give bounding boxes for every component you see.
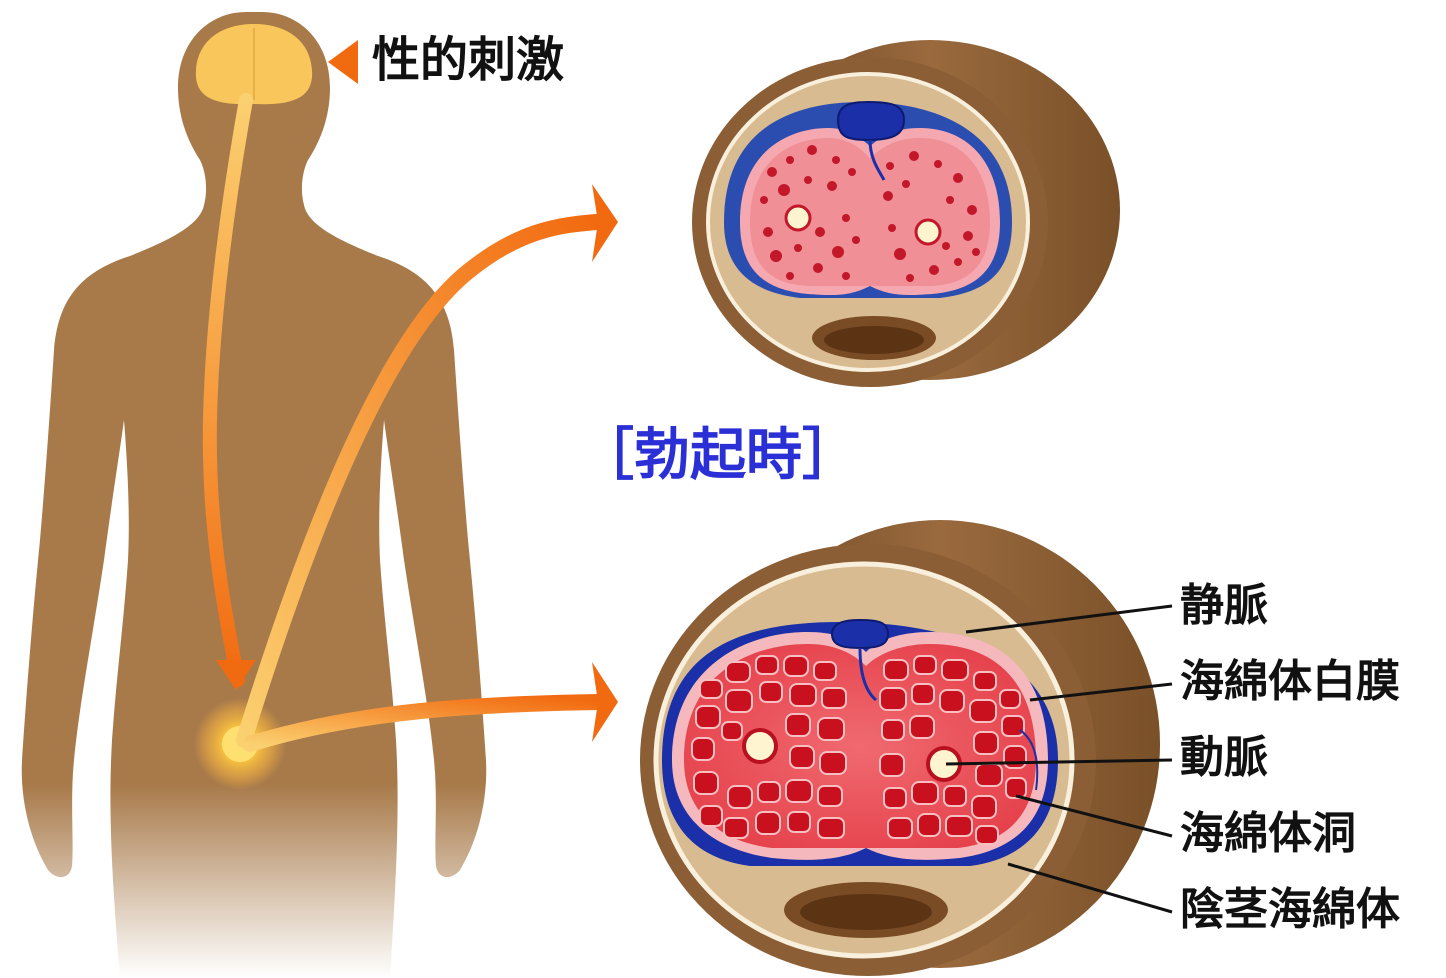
corpus-cavernosum-label: 陰茎海綿体 [1180, 888, 1400, 932]
flaccid-artery-right [916, 220, 940, 244]
erect-artery-left [744, 730, 776, 762]
tunica-albuginea-label: 海綿体白膜 [1180, 660, 1400, 704]
flaccid-cross-section [692, 40, 1120, 387]
erect-cross-section [640, 520, 1160, 976]
sexual-stimulus-label: 性的刺激 [372, 36, 564, 84]
erection-state-label: ［勃起時］ [578, 428, 858, 484]
flaccid-artery-left [786, 206, 810, 230]
stimulus-pointer-icon [328, 40, 358, 84]
cavernous-sinus-label: 海綿体洞 [1180, 812, 1356, 856]
artery-label: 動脈 [1180, 736, 1268, 780]
vein-label: 静脈 [1180, 584, 1268, 628]
human-body-silhouette [22, 12, 487, 978]
